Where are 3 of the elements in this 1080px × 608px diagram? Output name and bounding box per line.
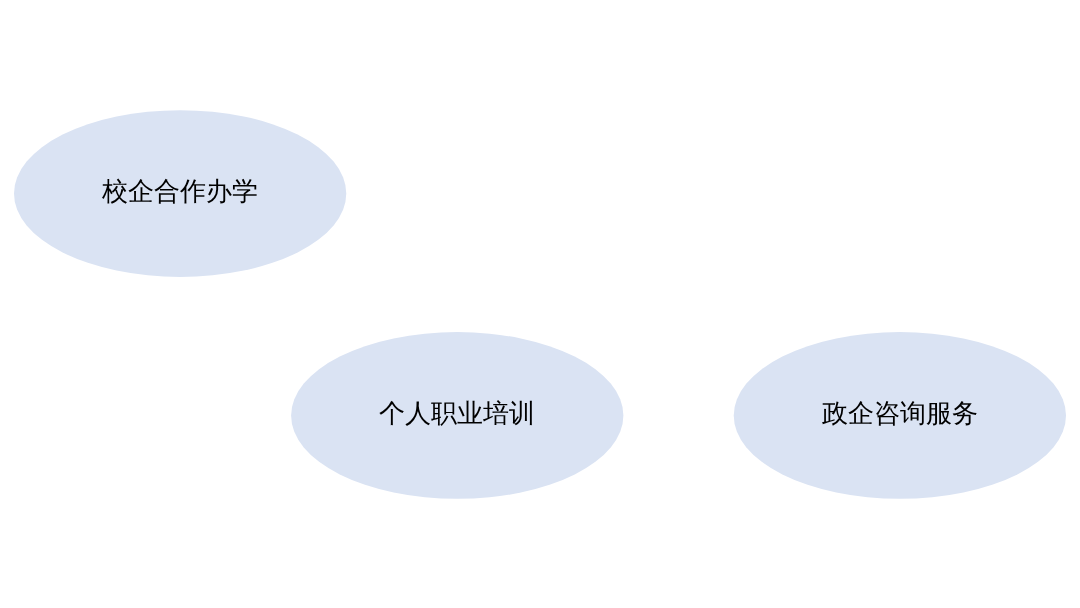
node-ellipse: 校企合作办学	[14, 109, 347, 277]
node-ellipse: 政企咨询服务	[733, 331, 1066, 499]
node-ellipse: 个人职业培训	[291, 331, 624, 499]
